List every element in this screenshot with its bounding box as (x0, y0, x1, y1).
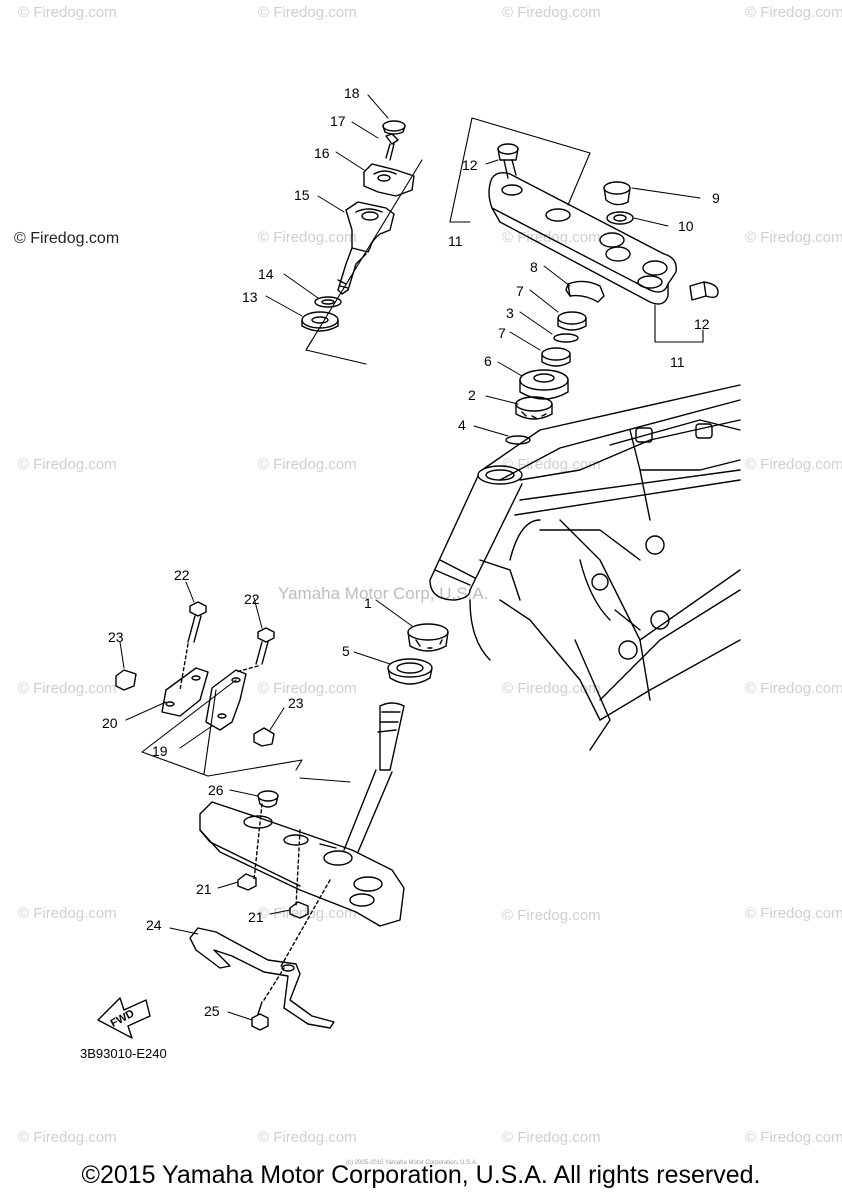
callout-12: 12 (462, 157, 478, 173)
fwd-label: FWD (109, 1008, 137, 1030)
callout-20: 20 (102, 715, 118, 731)
handlebar-holder (301, 120, 415, 332)
watermark: © Firedog.com (258, 229, 357, 246)
callout-22b: 22 (244, 591, 260, 607)
watermark: © Firedog.com (502, 1129, 601, 1146)
callout-22: 22 (174, 567, 190, 583)
watermark: © Firedog.com (502, 680, 601, 697)
steering-head-stack (387, 280, 605, 685)
callout-numbers: 1 2 3 4 5 6 7 7 8 9 10 11 11 12 12 13 14… (102, 85, 720, 1019)
firedog-side-watermark: © Firedog.com (14, 230, 120, 247)
callout-17: 17 (330, 113, 346, 129)
callout-7: 7 (516, 283, 524, 299)
frame (429, 384, 741, 751)
callout-9: 9 (712, 190, 720, 206)
callout-23b: 23 (288, 695, 304, 711)
callout-11b: 11 (670, 354, 685, 370)
callout-15: 15 (294, 187, 310, 203)
watermark: © Firedog.com (502, 229, 601, 246)
watermark: © Firedog.com (745, 229, 842, 246)
watermark: © Firedog.com (18, 1129, 117, 1146)
watermark: © Firedog.com (258, 680, 357, 697)
callout-1: 1 (364, 595, 372, 611)
callout-5: 5 (342, 643, 350, 659)
watermark: © Firedog.com (502, 456, 601, 473)
callout-19: 19 (152, 743, 168, 759)
watermark: © Firedog.com (18, 456, 117, 473)
fwd-arrow-icon (97, 997, 151, 1039)
callout-25: 25 (204, 1003, 220, 1019)
yamaha-center-watermark: Yamaha Motor Corp, U.S.A. (278, 584, 489, 603)
leader-lines (119, 94, 701, 1021)
watermark: © Firedog.com (502, 4, 601, 21)
watermark: © Firedog.com (745, 4, 842, 21)
watermark: © Firedog.com (745, 1129, 842, 1146)
upper-bracket-box (449, 117, 704, 343)
callout-18: 18 (344, 85, 360, 101)
watermark: © Firedog.com (745, 680, 842, 697)
callout-23: 23 (108, 629, 124, 645)
callout-24: 24 (146, 917, 162, 933)
under-bracket-box (141, 679, 351, 783)
handlebar-holder-box (305, 159, 423, 365)
watermark: © Firedog.com (18, 905, 117, 922)
diagram-code: 3B93010-E240 (80, 1046, 167, 1061)
callout-26: 26 (208, 782, 224, 798)
watermark: © Firedog.com (745, 905, 842, 922)
callout-6: 6 (484, 353, 492, 369)
callout-4: 4 (458, 417, 466, 433)
upper-bracket (488, 143, 719, 305)
bottom-crop-strip (0, 1192, 842, 1200)
callout-7b: 7 (498, 325, 506, 341)
stay-bracket (189, 927, 335, 1031)
watermark: © Firedog.com (745, 456, 842, 473)
cable-brackets (115, 601, 275, 747)
watermark: © Firedog.com (258, 4, 357, 21)
callout-21b: 21 (248, 909, 264, 925)
copyright-footer: ©2015 Yamaha Motor Corporation, U.S.A. A… (81, 1161, 761, 1189)
watermark: © Firedog.com (258, 905, 357, 922)
watermark: © Firedog.com (18, 680, 117, 697)
callout-12b: 12 (694, 316, 710, 332)
callout-13: 13 (242, 289, 258, 305)
watermark: © Firedog.com (502, 907, 601, 924)
callout-14: 14 (258, 266, 274, 282)
steering-stem (199, 702, 405, 969)
callout-8: 8 (530, 259, 538, 275)
callout-2: 2 (468, 387, 476, 403)
tiny-notice: (c) 2005-2015 Yamaha Motor Corporation, … (346, 1160, 478, 1166)
watermark: © Firedog.com (258, 1129, 357, 1146)
callout-16: 16 (314, 145, 330, 161)
callout-10: 10 (678, 218, 694, 234)
watermark: © Firedog.com (18, 4, 117, 21)
watermark: © Firedog.com (258, 456, 357, 473)
callout-3: 3 (506, 305, 514, 321)
callout-11: 11 (448, 233, 463, 249)
callout-21: 21 (196, 881, 212, 897)
